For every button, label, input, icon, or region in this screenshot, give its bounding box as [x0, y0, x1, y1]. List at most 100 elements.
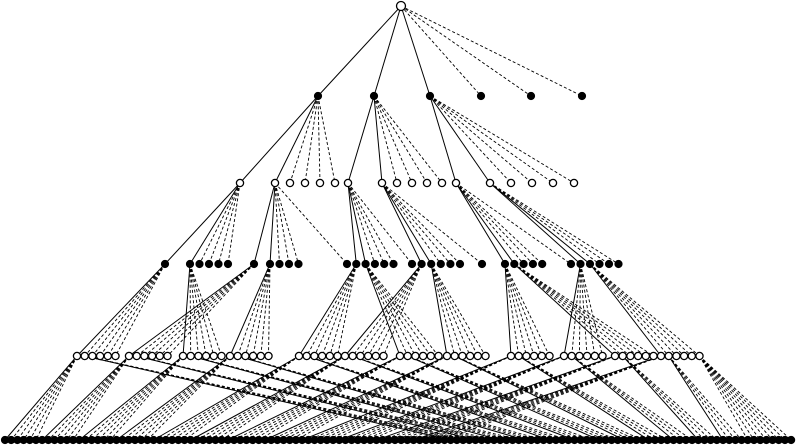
edge-pruned — [622, 355, 705, 441]
edge-pruned — [92, 263, 166, 357]
edge-pruned — [10, 355, 78, 441]
filled-node — [369, 91, 379, 101]
filled-node — [389, 259, 398, 269]
open-node — [379, 351, 388, 361]
edge-pruned — [504, 263, 520, 357]
edge-pruned — [668, 355, 730, 441]
filled-node — [417, 259, 426, 269]
edge-expanded — [430, 263, 448, 357]
edge-expanded — [347, 182, 357, 265]
edge-expanded — [41, 355, 130, 441]
edge-expanded — [429, 95, 491, 184]
edge-pruned — [360, 263, 422, 357]
edge-expanded — [182, 263, 191, 357]
edge-expanded — [365, 263, 401, 357]
edge-expanded — [229, 263, 271, 357]
edge-expanded — [455, 182, 506, 265]
edge-expanded — [269, 182, 276, 265]
edge-expanded — [84, 355, 451, 441]
edge-pruned — [381, 182, 442, 265]
edge-pruned — [699, 355, 786, 441]
edge-pruned — [246, 355, 401, 441]
edge-pruned — [373, 95, 413, 184]
edge-expanded — [347, 182, 367, 265]
open-node — [209, 351, 219, 361]
open-node — [506, 178, 516, 188]
edge-expanded — [78, 355, 184, 441]
filled-node — [249, 259, 259, 269]
edge-pruned — [430, 263, 471, 357]
edge-pruned — [429, 95, 575, 184]
filled-node — [380, 259, 389, 269]
edge-pruned — [252, 263, 271, 357]
edge-pruned — [373, 95, 398, 184]
open-node — [522, 351, 531, 361]
filled-node — [477, 259, 487, 269]
edge-expanded — [400, 5, 431, 97]
edge-pruned — [580, 263, 596, 357]
filled-node — [595, 259, 604, 269]
edge-pruned — [365, 263, 439, 357]
open-node — [300, 178, 310, 188]
open-node — [392, 178, 402, 188]
filled-node — [614, 259, 623, 269]
open-node — [310, 351, 319, 361]
filled-node — [528, 259, 538, 269]
edge-pruned — [455, 182, 572, 265]
edge-pruned — [128, 355, 231, 441]
edge-expanded — [518, 355, 650, 441]
filled-node — [510, 259, 519, 269]
open-node — [163, 351, 172, 361]
edge-expanded — [153, 355, 300, 441]
open-node — [672, 351, 681, 361]
edge-pruned — [84, 355, 470, 441]
edge-pruned — [699, 355, 780, 441]
edge-pruned — [699, 355, 767, 441]
edge-pruned — [320, 355, 512, 441]
edge-pruned — [184, 355, 300, 441]
open-node — [248, 351, 258, 361]
edge-pruned — [237, 355, 544, 441]
edge-pruned — [274, 182, 299, 265]
edge-pruned — [373, 95, 428, 184]
edge-pruned — [109, 355, 184, 441]
edge-pruned — [455, 182, 524, 265]
edge-pruned — [514, 263, 654, 357]
open-node — [325, 351, 335, 361]
edge-pruned — [244, 263, 271, 357]
edge-pruned — [504, 263, 527, 357]
edge-expanded — [352, 355, 575, 441]
edge-expanded — [189, 182, 241, 265]
edge-pruned — [699, 355, 761, 441]
edge-pruned — [227, 182, 241, 265]
open-node — [371, 351, 381, 361]
edge-pruned — [365, 263, 424, 357]
filled-node — [265, 259, 275, 269]
edge-pruned — [306, 355, 563, 441]
open-node — [434, 351, 443, 361]
edge-pruned — [283, 355, 448, 441]
edge-pruned — [589, 263, 677, 357]
edge-pruned — [171, 355, 300, 441]
open-node — [403, 351, 412, 361]
open-node — [641, 351, 651, 361]
filled-node — [160, 259, 170, 269]
edge-pruned — [190, 355, 519, 441]
open-node — [437, 178, 447, 188]
open-node — [633, 351, 643, 361]
open-node — [124, 351, 134, 361]
filled-node — [275, 259, 284, 269]
edge-pruned — [365, 263, 416, 357]
open-node — [315, 178, 325, 188]
open-node — [450, 351, 459, 361]
edge-pruned — [347, 182, 376, 265]
open-node — [317, 351, 327, 361]
edge-pruned — [159, 263, 255, 357]
edge-pruned — [352, 355, 594, 441]
edge-pruned — [571, 355, 693, 441]
open-node — [473, 351, 483, 361]
open-node — [395, 351, 405, 361]
edge-expanded — [4, 355, 78, 441]
edge-pruned — [218, 182, 241, 265]
